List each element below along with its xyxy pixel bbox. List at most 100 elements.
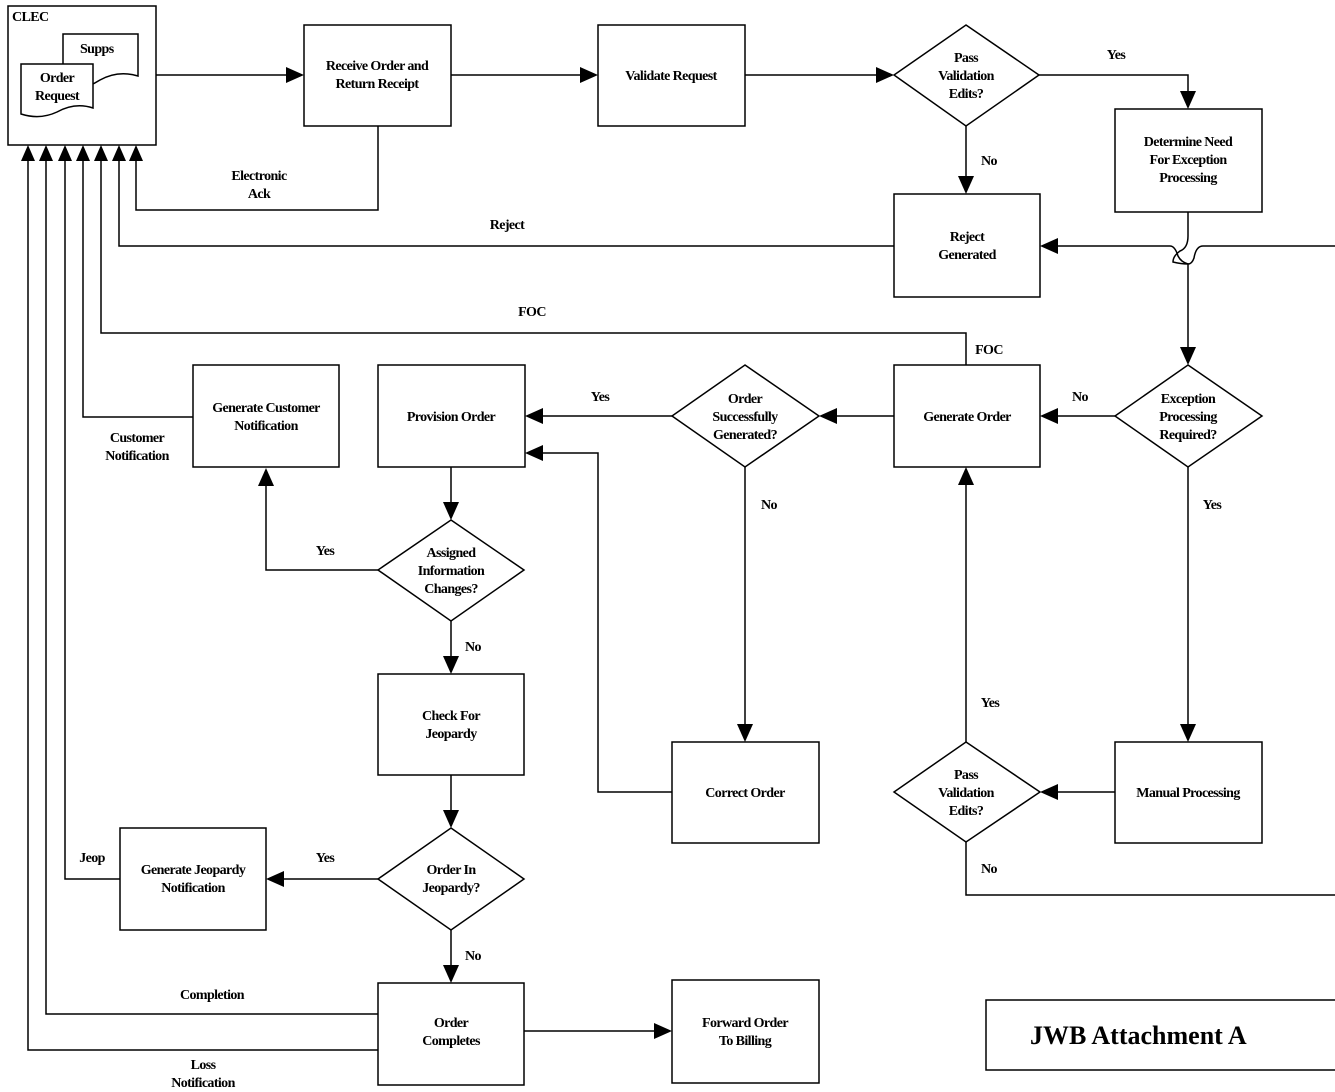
arrowhead — [443, 656, 459, 674]
svg-text:Successfully: Successfully — [712, 410, 778, 425]
svg-text:Jeopardy?: Jeopardy? — [422, 881, 480, 896]
arrowhead — [958, 176, 974, 194]
clec-title: CLEC — [12, 10, 49, 25]
exception-required-decision: Exception Processing Required? — [1113, 364, 1264, 468]
svg-text:Validate Request: Validate Request — [625, 69, 717, 84]
supps-label: Supps — [80, 42, 115, 57]
svg-text:Request: Request — [35, 89, 80, 104]
svg-text:Processing: Processing — [1159, 171, 1217, 186]
svg-text:Generated: Generated — [938, 248, 996, 263]
svg-text:Pass: Pass — [954, 768, 979, 783]
arrowhead — [654, 1023, 672, 1039]
determine-need-box: Determine Need For Exception Processing — [1114, 108, 1263, 213]
svg-text:For Exception: For Exception — [1149, 153, 1227, 168]
svg-text:Generate Jeopardy: Generate Jeopardy — [141, 863, 246, 878]
yes-exception-label: Yes — [1203, 498, 1223, 513]
order-request-label: Order Request — [35, 71, 81, 104]
connectors — [27, 74, 1335, 1051]
forward-order-box: Forward Order To Billing — [671, 979, 820, 1084]
arrowhead — [525, 408, 543, 424]
arrowhead — [266, 871, 284, 887]
arrowhead — [525, 445, 543, 461]
arrowheads — [21, 67, 1196, 1039]
svg-text:Order: Order — [40, 71, 75, 86]
svg-text:Edits?: Edits? — [949, 87, 984, 102]
yes-jeopardy-label: Yes — [316, 851, 336, 866]
completion-label: Completion — [180, 988, 245, 1003]
arrowhead — [443, 502, 459, 520]
svg-text:Correct Order: Correct Order — [705, 786, 785, 801]
svg-text:Pass: Pass — [954, 51, 979, 66]
svg-text:Manual Processing: Manual Processing — [1136, 786, 1240, 801]
svg-text:Ack: Ack — [248, 187, 271, 202]
no-manual-validation-label: No — [981, 862, 998, 877]
svg-text:Jeopardy: Jeopardy — [425, 727, 477, 742]
svg-text:Notification: Notification — [105, 449, 169, 464]
svg-text:Receive Order and: Receive Order and — [326, 59, 429, 74]
svg-text:Processing: Processing — [1159, 410, 1217, 425]
svg-text:Notification: Notification — [171, 1076, 235, 1091]
arrowhead — [1040, 238, 1058, 254]
order-completes-box: Order Completes — [377, 982, 525, 1086]
svg-text:Generated?: Generated? — [713, 428, 778, 443]
arrowhead — [21, 145, 35, 161]
check-jeopardy-box: Check For Jeopardy — [377, 673, 525, 776]
arrowhead — [876, 67, 894, 83]
svg-text:Completes: Completes — [422, 1034, 481, 1049]
svg-text:Forward Order: Forward Order — [702, 1016, 788, 1031]
svg-text:Order: Order — [434, 1016, 469, 1031]
arrowhead — [737, 724, 753, 742]
svg-text:Validation: Validation — [938, 786, 995, 801]
manual-processing-box: Manual Processing — [1114, 741, 1263, 844]
generate-order-box: Generate Order — [893, 364, 1041, 468]
receive-order-box: Receive Order and Return Receipt — [303, 24, 452, 127]
svg-text:Loss: Loss — [191, 1058, 217, 1073]
loss-notification-label: Loss Notification — [171, 1058, 236, 1091]
provision-order-box: Provision Order — [377, 364, 526, 468]
yes-assigned-label: Yes — [316, 544, 336, 559]
reject-label: Reject — [490, 218, 525, 233]
arrowhead — [39, 145, 53, 161]
arrowhead — [1040, 784, 1058, 800]
arrowhead — [580, 67, 598, 83]
svg-text:Validation: Validation — [938, 69, 995, 84]
customer-notification-label: Customer Notification — [105, 431, 170, 464]
arrowhead — [129, 145, 143, 161]
arrowhead — [258, 468, 274, 486]
pass-validation-decision-2: Pass Validation Edits? — [892, 741, 1042, 843]
arrowhead — [819, 408, 837, 424]
svg-text:Generate Order: Generate Order — [923, 410, 1011, 425]
foc-label-top: FOC — [518, 305, 546, 320]
svg-text:Notification: Notification — [234, 419, 298, 434]
attachment-title: JWB Attachment A — [1030, 1021, 1247, 1050]
validate-request-box: Validate Request — [597, 24, 746, 127]
svg-text:Check For: Check For — [422, 709, 480, 724]
generate-jeopardy-notification-box: Generate Jeopardy Notification — [119, 827, 267, 931]
arrowhead — [958, 467, 974, 485]
yes-validation-label: Yes — [1107, 48, 1127, 63]
no-exception-label: No — [1072, 390, 1089, 405]
generate-customer-notification-box: Generate Customer Notification — [192, 364, 340, 468]
yes-order-success-label: Yes — [591, 390, 611, 405]
arrowhead — [76, 145, 90, 161]
arrowhead — [112, 145, 126, 161]
electronic-ack-label: Electronic Ack — [231, 169, 287, 202]
clec-block: CLEC Supps Order Request — [7, 5, 157, 146]
assigned-info-changes-decision: Assigned Information Changes? — [376, 519, 526, 622]
no-validation-label: No — [981, 154, 998, 169]
order-successfully-decision: Order Successfully Generated? — [670, 364, 821, 468]
svg-text:Reject: Reject — [950, 230, 985, 245]
svg-text:Customer: Customer — [110, 431, 165, 446]
jeop-label: Jeop — [79, 851, 105, 866]
svg-text:Edits?: Edits? — [949, 804, 984, 819]
arrowhead — [94, 145, 108, 161]
svg-text:Provision Order: Provision Order — [407, 410, 496, 425]
correct-order-box: Correct Order — [671, 741, 820, 844]
svg-text:Exception: Exception — [1161, 392, 1216, 407]
arrowhead — [443, 810, 459, 828]
svg-text:Determine Need: Determine Need — [1144, 135, 1233, 150]
yes-manual-validation-label: Yes — [981, 696, 1001, 711]
order-request-document-icon — [20, 63, 94, 118]
arrowhead — [58, 145, 72, 161]
